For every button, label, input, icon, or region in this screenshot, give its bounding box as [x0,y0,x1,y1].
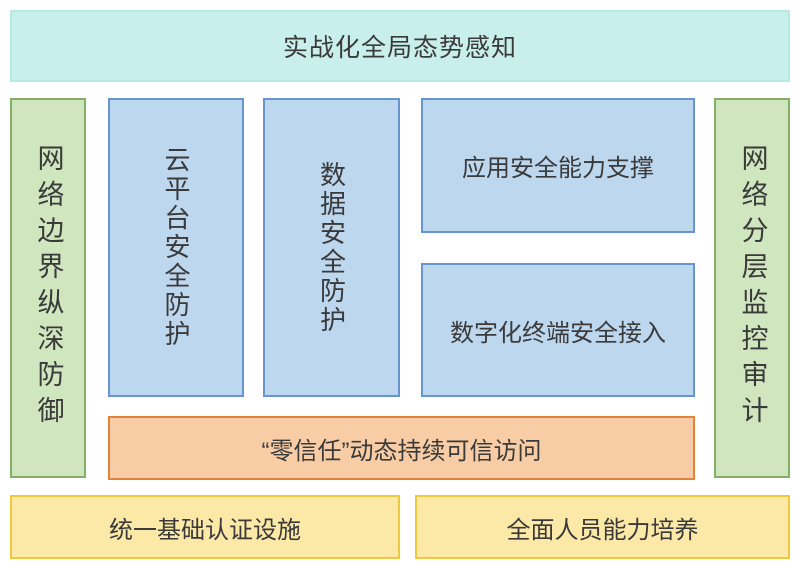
data-security-label: 数据安全防护 [316,160,347,335]
banner-label: 实战化全局态势感知 [282,34,517,62]
box-data-security: 数据安全防护 [263,98,400,397]
bar-zero-trust-access: “零信任”动态持续可信访问 [108,416,695,480]
box-application-security-support: 应用安全能力支撑 [421,98,695,233]
zero-trust-access-label: “零信任”动态持续可信访问 [261,437,542,465]
personnel-capability-label: 全面人员能力培养 [506,516,699,544]
unified-authentication-label: 统一基础认证设施 [109,516,301,544]
box-personnel-capability-training: 全面人员能力培养 [415,495,790,559]
digital-terminal-secure-access-label: 数字化终端安全接入 [450,319,666,347]
cloud-platform-security-label: 云平台安全防护 [161,146,191,349]
pillar-left-label: 网络边界纵深防御 [33,144,64,432]
box-unified-authentication-infrastructure: 统一基础认证设施 [10,495,400,559]
box-digital-terminal-secure-access: 数字化终端安全接入 [421,263,695,397]
pillar-right-label: 网络分层监控审计 [737,144,768,432]
application-security-support-label: 应用安全能力支撑 [462,155,654,182]
box-cloud-platform-security: 云平台安全防护 [108,98,244,397]
banner-situational-awareness: 实战化全局态势感知 [10,10,790,82]
pillar-network-layered-monitoring-audit: 网络分层监控审计 [714,98,790,478]
pillar-network-perimeter-defense: 网络边界纵深防御 [10,98,86,478]
